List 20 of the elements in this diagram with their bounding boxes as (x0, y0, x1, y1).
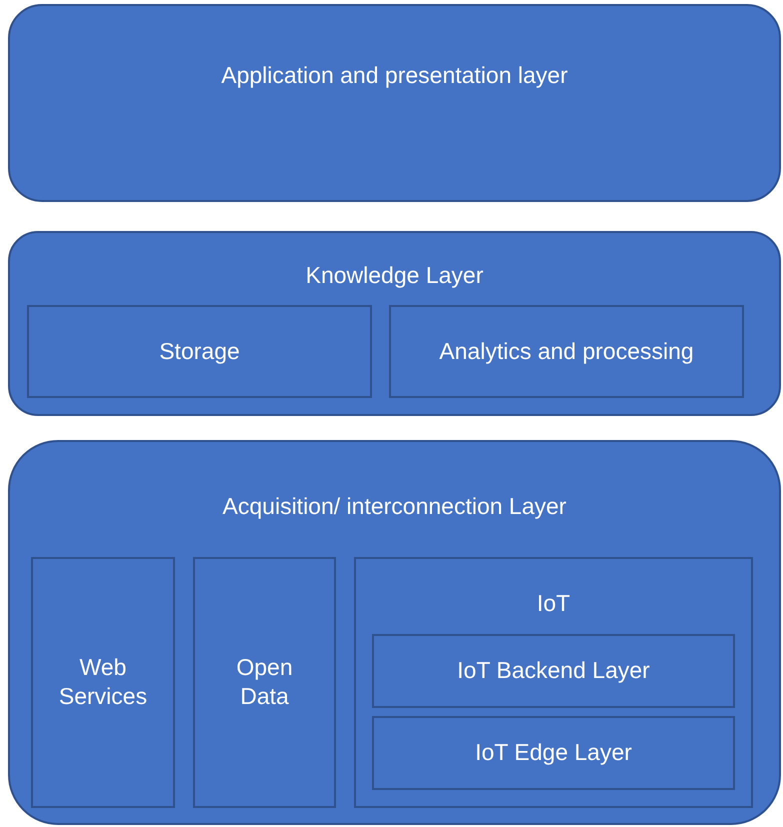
component-box (354, 557, 753, 808)
layer-panel (8, 231, 781, 416)
layer-label: Application and presentation layer (220, 61, 569, 90)
component-box (389, 305, 744, 398)
component-box (27, 305, 372, 398)
layer-label: IoT Edge Layer (474, 738, 633, 768)
component-box (31, 557, 175, 808)
component-box (372, 634, 735, 708)
component-box (193, 557, 336, 808)
component-box (372, 716, 735, 790)
layer-label: Storage (158, 336, 241, 366)
layer-label: Analytics and processing (438, 336, 695, 366)
layer-panel (8, 440, 781, 825)
layer-label: Web Services (58, 652, 148, 712)
layer-label: Acquisition/ interconnection Layer (222, 492, 568, 521)
layer-label: IoT Backend Layer (456, 656, 651, 686)
layer-label: Open Data (235, 652, 294, 712)
layer-label: Knowledge Layer (304, 261, 484, 290)
layer-label: IoT (536, 589, 572, 618)
layer-panel (8, 4, 781, 202)
